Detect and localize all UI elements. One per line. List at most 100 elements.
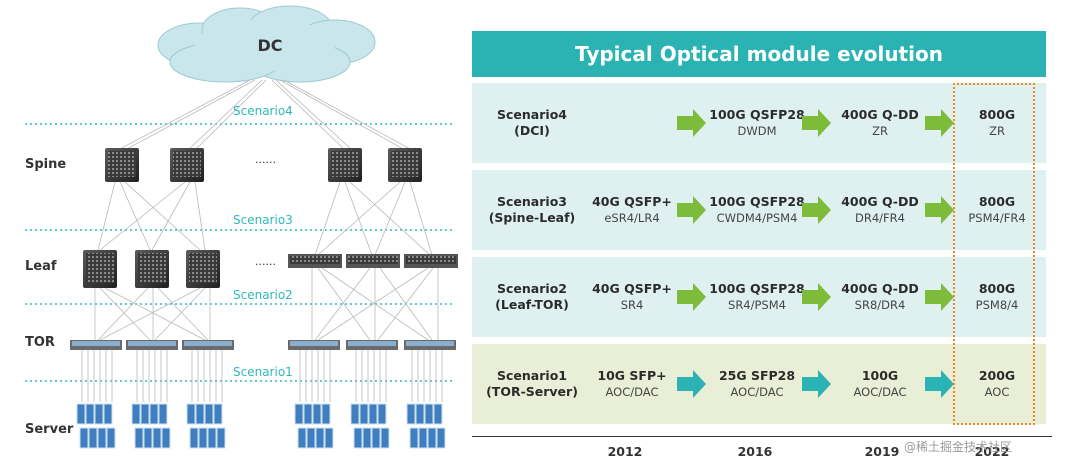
layer-label-server: Server — [25, 422, 74, 437]
module-name: 800G — [978, 194, 1016, 209]
module-variant: AOC/DAC — [605, 385, 659, 399]
module-name: 100G QSFP28 — [709, 194, 805, 209]
module-name: 100G QSFP28 — [709, 107, 805, 122]
server-cables — [81, 350, 443, 402]
highlight-2022-box — [953, 83, 1035, 425]
module-variant: AOC — [984, 385, 1010, 399]
scenario-name-line: (DCI) — [514, 123, 550, 138]
module-cell: 800G PSM8/4 — [942, 257, 1052, 337]
module-cell: 40G QSFP+ SR4 — [577, 257, 687, 337]
link-lines — [94, 79, 439, 341]
timeline-axis — [472, 436, 1052, 437]
scenario-name-line: Scenario3 — [497, 194, 567, 209]
arrow-right-icon — [925, 109, 954, 137]
layer-label-tor: TOR — [25, 335, 55, 350]
scenario-name: Scenario1(TOR-Server) — [477, 344, 587, 424]
module-name: 25G SFP28 — [718, 368, 796, 383]
scenario-row: Scenario3(Spine-Leaf) 40G QSFP+ eSR4/LR4 10… — [472, 170, 1046, 250]
scenario-name-line: Scenario1 — [497, 368, 567, 383]
year-2016: 2016 — [737, 444, 773, 459]
module-variant: PSM8/4 — [975, 298, 1019, 312]
module-variant: PSM4/FR4 — [968, 211, 1026, 225]
module-name: 100G — [861, 368, 899, 383]
arrow-right-icon — [802, 196, 831, 224]
module-name: 400G Q-DD — [841, 194, 919, 209]
scenario-name-line: (TOR-Server) — [486, 384, 578, 399]
module-variant: ZR — [872, 124, 888, 138]
arrow-right-icon — [802, 370, 831, 398]
servers — [76, 403, 446, 449]
module-name: 10G SFP+ — [597, 368, 667, 383]
module-cell: 100G AOC/DAC — [825, 344, 935, 424]
year-2022: 2022 — [974, 444, 1010, 459]
module-cell: 400G Q-DD ZR — [825, 83, 935, 163]
table-title: Typical Optical module evolution — [472, 31, 1046, 77]
module-variant: eSR4/LR4 — [604, 211, 660, 225]
scenario-name-line: Scenario4 — [497, 107, 567, 122]
scenario-label-4: Scenario4 — [233, 104, 293, 118]
scenario-name: Scenario3(Spine-Leaf) — [477, 170, 587, 250]
module-variant: ZR — [989, 124, 1005, 138]
watermark: @稀土掘金技术社区 — [904, 440, 1013, 454]
arrow-right-icon — [925, 370, 954, 398]
scenario-name: Scenario4(DCI) — [477, 83, 587, 163]
arrow-right-icon — [677, 370, 706, 398]
module-cell: 800G PSM4/FR4 — [942, 170, 1052, 250]
module-name: 40G QSFP+ — [592, 194, 672, 209]
module-name: 400G Q-DD — [841, 107, 919, 122]
arrow-right-icon — [925, 283, 954, 311]
module-variant: SR8/DR4 — [854, 298, 906, 312]
arrow-right-icon — [677, 196, 706, 224]
module-name: 40G QSFP+ — [592, 281, 672, 296]
dc-label: DC — [257, 36, 283, 55]
module-name: 100G QSFP28 — [709, 281, 805, 296]
arrow-right-icon — [802, 109, 831, 137]
module-name: 800G — [978, 107, 1016, 122]
layer-label-leaf: Leaf — [25, 259, 57, 274]
year-2019: 2019 — [864, 444, 900, 459]
topology-drawing — [25, 5, 458, 449]
module-cell: 10G SFP+ AOC/DAC — [577, 344, 687, 424]
scenario-separators — [25, 123, 455, 382]
module-cell: 400G Q-DD DR4/FR4 — [825, 170, 935, 250]
dc-cloud — [157, 5, 376, 83]
module-variant: DR4/FR4 — [855, 211, 905, 225]
module-cell — [577, 83, 687, 163]
leaf-ellipsis: ...... — [255, 255, 276, 268]
spine-switches — [105, 148, 422, 182]
scenario-name: Scenario2(Leaf-TOR) — [477, 257, 587, 337]
leaf-switches — [83, 250, 458, 288]
spine-ellipsis: ...... — [255, 153, 276, 166]
scenario-label-1: Scenario1 — [233, 365, 293, 379]
year-2012: 2012 — [607, 444, 643, 459]
scenario-name-line: Scenario2 — [497, 281, 567, 296]
arrow-right-icon — [677, 283, 706, 311]
scenario-name-line: (Spine-Leaf) — [488, 210, 576, 225]
module-variant: CWDM4/PSM4 — [716, 211, 798, 225]
scenario-row: Scenario2(Leaf-TOR) 40G QSFP+ SR4 100G QSFP… — [472, 257, 1046, 337]
scenario-name-line: (Leaf-TOR) — [495, 297, 569, 312]
module-cell: 800G ZR — [942, 83, 1052, 163]
module-cell: 40G QSFP+ eSR4/LR4 — [577, 170, 687, 250]
layer-label-spine: Spine — [25, 157, 67, 172]
module-variant: DWDM — [737, 124, 777, 138]
scenario-label-2: Scenario2 — [233, 288, 293, 302]
tor-switches — [70, 340, 456, 350]
module-cell: 200G AOC — [942, 344, 1052, 424]
arrow-right-icon — [925, 196, 954, 224]
module-name: 800G — [978, 281, 1016, 296]
scenario-label-3: Scenario3 — [233, 213, 293, 227]
module-name: 200G — [978, 368, 1016, 383]
module-variant: AOC/DAC — [853, 385, 907, 399]
arrow-right-icon — [802, 283, 831, 311]
module-variant: SR4 — [620, 298, 644, 312]
arrow-right-icon — [677, 109, 706, 137]
module-variant: AOC/DAC — [730, 385, 784, 399]
